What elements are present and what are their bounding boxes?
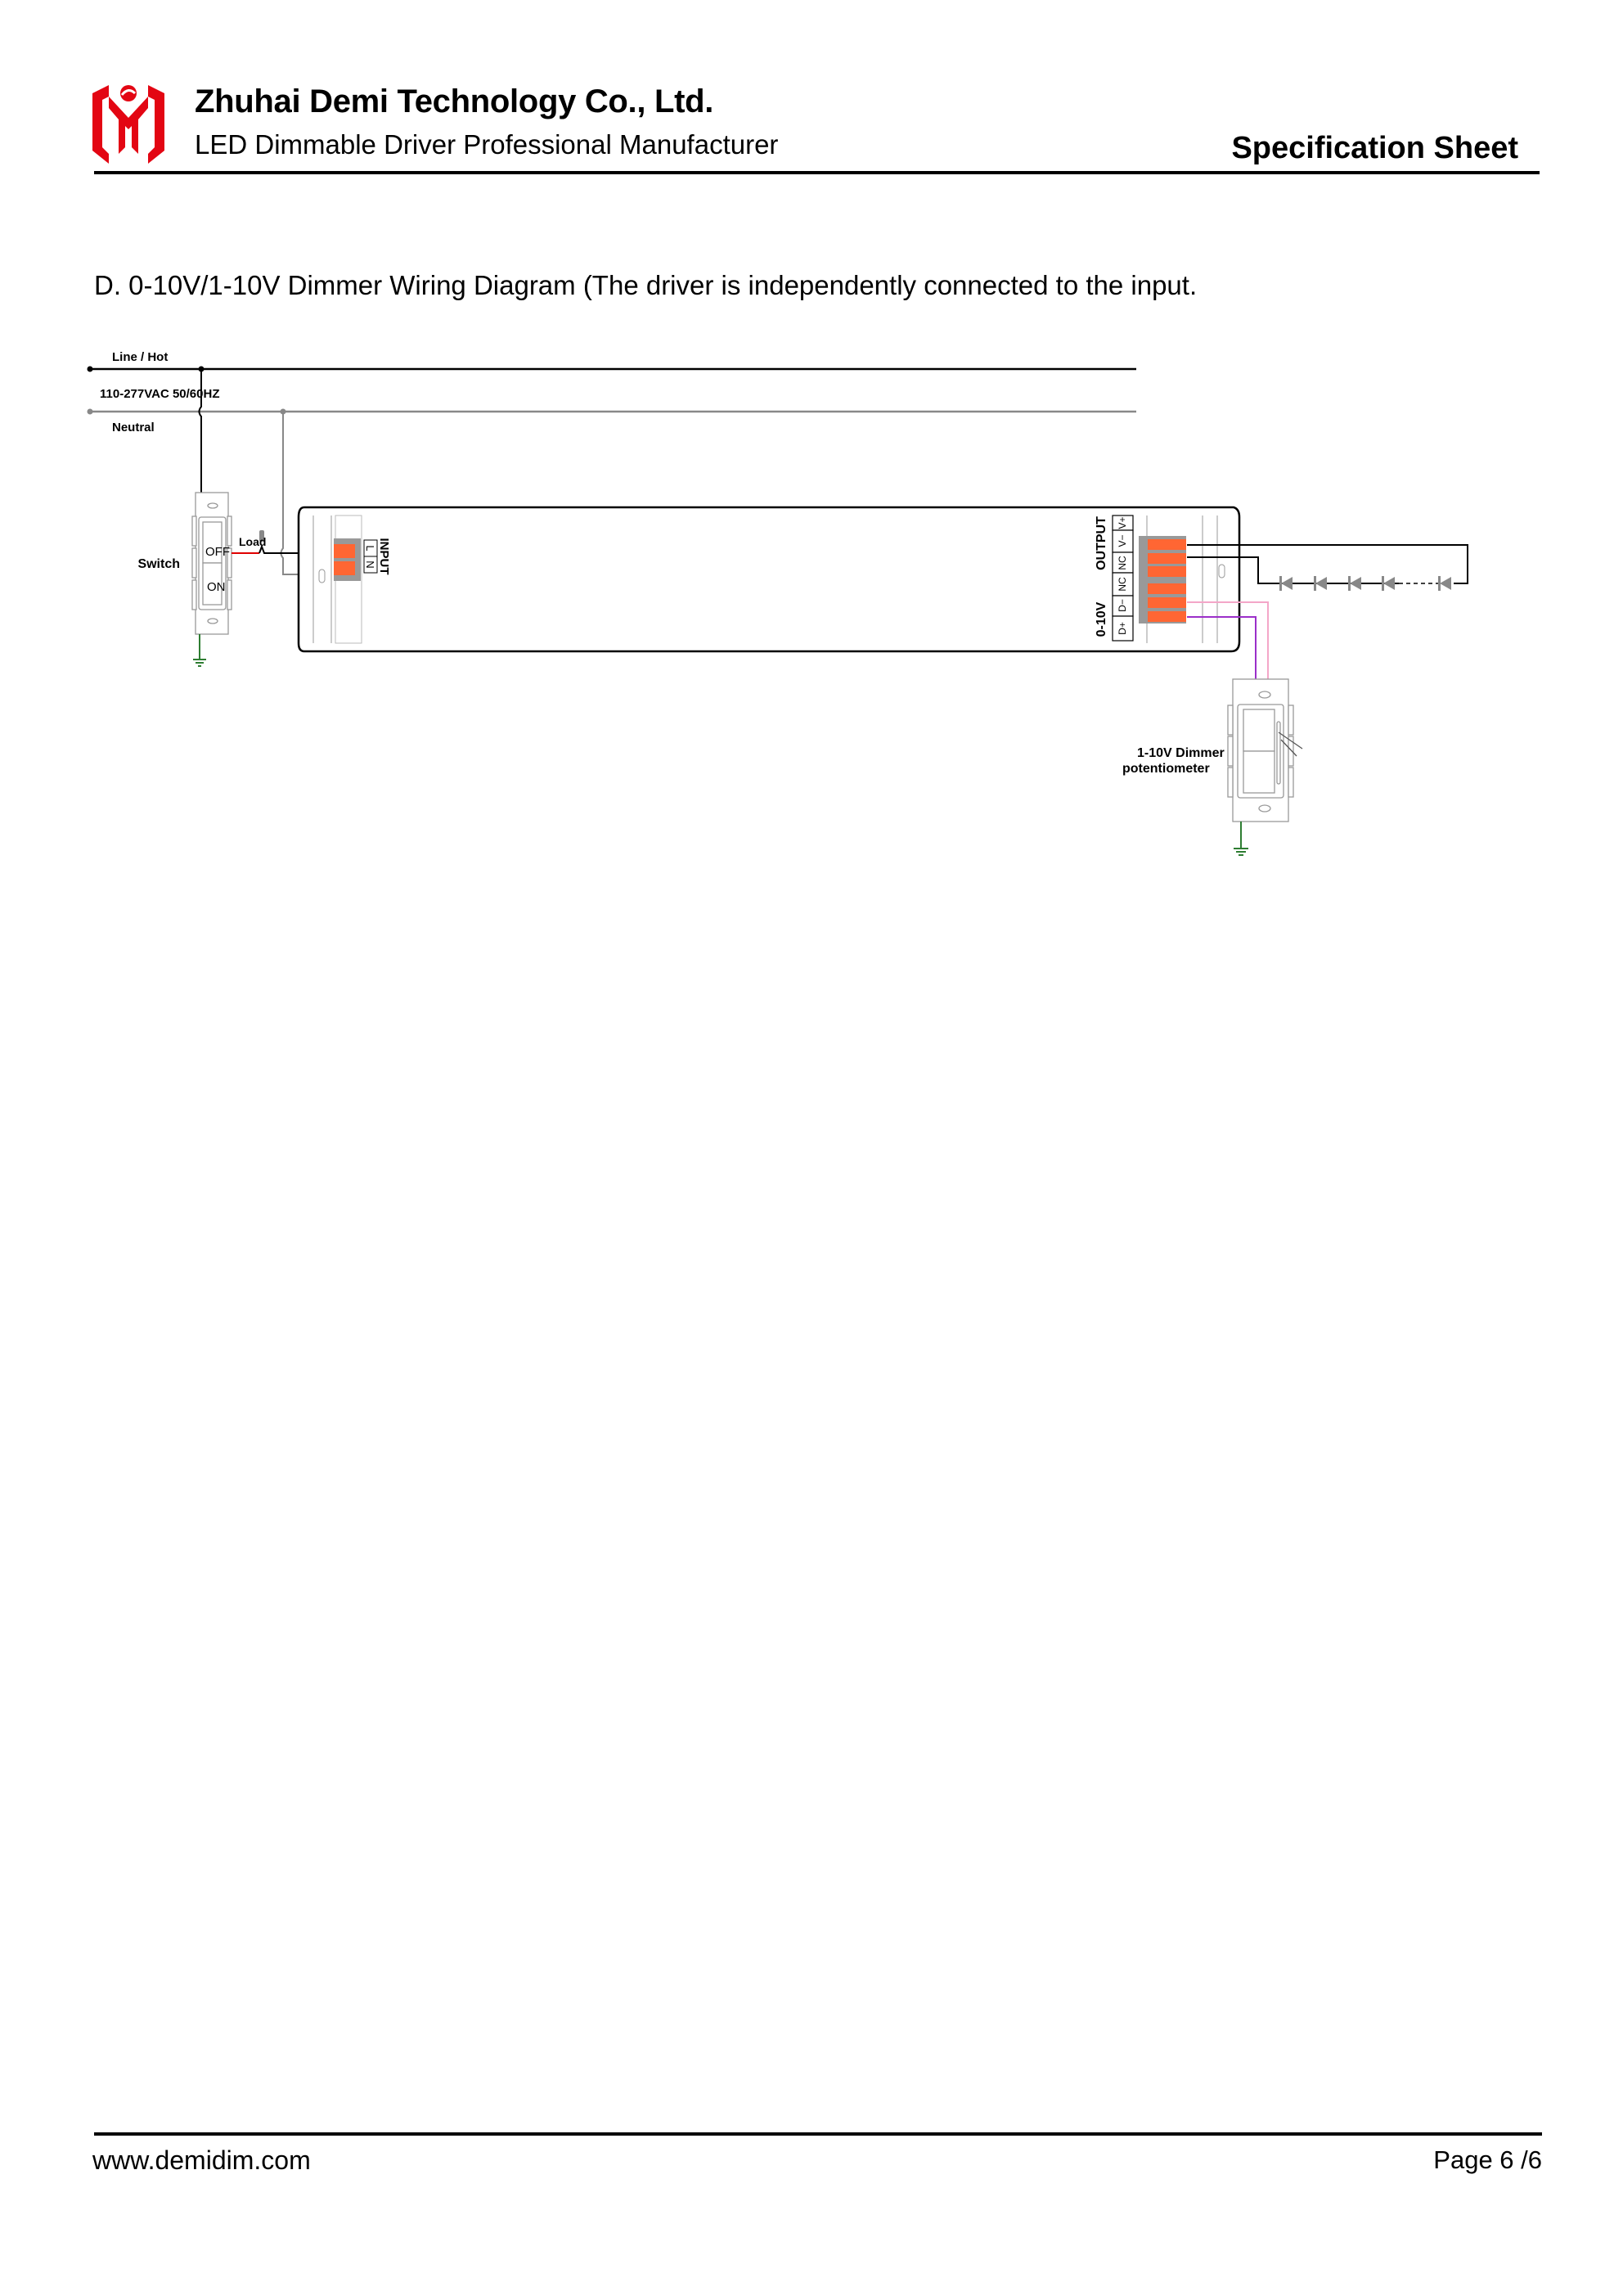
dimmer-potentiometer <box>1227 678 1303 822</box>
led-string <box>1279 576 1451 591</box>
document-type: Specification Sheet <box>1231 131 1518 165</box>
terminal-nc-1: NC <box>1117 556 1128 570</box>
terminal-d-plus: D+ <box>1117 622 1128 635</box>
led-driver <box>297 506 1241 653</box>
switch-off-label: OFF <box>205 545 230 559</box>
terminal-d-minus: D− <box>1117 599 1128 612</box>
led-icon <box>1279 576 1293 591</box>
footer-website: www.demidim.com <box>92 2145 311 2175</box>
output-terminal: V+ V− NC NC D− D+ OUTPUT 0-10V <box>1095 515 1186 642</box>
input-terminal: L N INPUT <box>334 538 391 581</box>
company-tagline: LED Dimmable Driver Professional Manufac… <box>195 129 779 160</box>
led-icon <box>1314 576 1327 591</box>
led-icon <box>1438 576 1451 591</box>
wiring-diagram: Line / Hot 110-277VAC 50/60HZ Neutral OF… <box>87 350 1468 856</box>
input-label: INPUT <box>377 538 391 575</box>
page-number: Page 6 /6 <box>1433 2145 1542 2174</box>
section-heading: D. 0-10V/1-10V Dimmer Wiring Diagram (Th… <box>94 270 1198 300</box>
mains-lines: Line / Hot 110-277VAC 50/60HZ Neutral <box>87 350 1136 434</box>
input-l-label: L <box>364 545 376 551</box>
led-icon <box>1382 576 1395 591</box>
wall-switch: OFF ON <box>191 492 232 635</box>
neutral-label: Neutral <box>112 421 155 434</box>
header-divider <box>94 171 1540 174</box>
footer-divider <box>94 2132 1542 2136</box>
voltage-label: 110-277VAC 50/60HZ <box>100 387 219 401</box>
terminal-nc-2: NC <box>1117 577 1128 592</box>
wire-nut-icon <box>259 530 264 542</box>
ground-icon <box>193 634 206 667</box>
company-logo <box>92 85 164 164</box>
dim-label: 0-10V <box>1095 601 1108 637</box>
input-n-label: N <box>364 560 376 568</box>
terminal-v-plus: V+ <box>1117 516 1128 529</box>
switch-label: Switch <box>137 557 180 571</box>
company-name: Zhuhai Demi Technology Co., Ltd. <box>195 83 714 119</box>
led-icon <box>1348 576 1361 591</box>
terminal-v-minus: V− <box>1117 534 1128 547</box>
line-hot-label: Line / Hot <box>112 350 168 364</box>
load-label: Load <box>239 535 266 548</box>
dimmer-label-line1: 1-10V Dimmer <box>1137 746 1225 760</box>
switch-on-label: ON <box>207 580 226 594</box>
dimmer-label-line2: potentiometer <box>1122 762 1210 776</box>
output-label: OUTPUT <box>1095 516 1108 570</box>
ground-icon <box>1234 822 1248 856</box>
